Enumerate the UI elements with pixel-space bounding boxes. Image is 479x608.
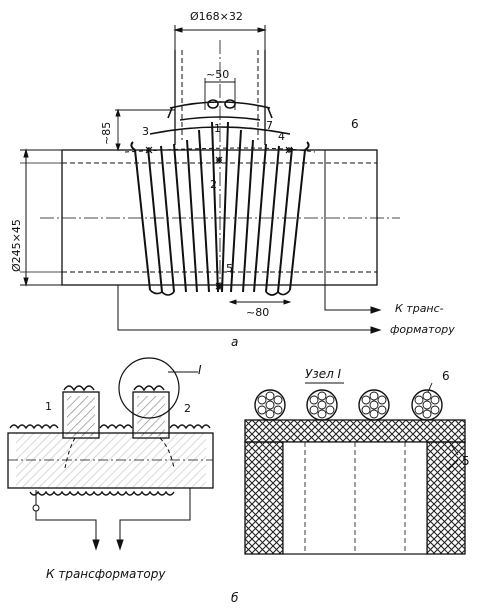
figure-b [7,357,214,551]
node-detail-title: Узел I [305,367,342,381]
main-pipe [20,148,400,287]
dim-branch-diameter [173,25,267,50]
caption-b: б [231,591,239,605]
to-transformer-line2: форматору [390,323,455,336]
gap-label: ~50 [206,68,229,81]
label-1-b: 1 [45,400,52,413]
label-7-a: 7 [266,119,273,132]
dim-gap [204,78,236,110]
dim-height [115,108,175,152]
node-detail [244,382,466,555]
branch-diameter-label: Ø168×32 [190,10,243,23]
label-2-b: 2 [184,402,191,415]
figure-a [20,25,400,334]
pitch-label: ~80 [246,306,269,319]
thermocouple-marks [145,146,293,290]
label-3-a: 3 [142,125,149,138]
label-2-a: 2 [210,178,217,191]
label-1-a: 1 [214,122,221,135]
label-5-node: 5 [462,454,470,468]
label-6-node: 6 [442,369,450,383]
caption-a: а [231,335,238,349]
label-6-a: 6 [351,117,359,131]
node-label: I [198,363,202,377]
to-transformer-line1: К транс- [395,302,444,315]
height-label: ~85 [100,122,113,145]
pipe-diameter-label: Ø245×45 [10,219,23,272]
inductor-coil [124,121,316,296]
top-loop [149,99,291,135]
label-5-a: 5 [226,262,233,275]
coil-cross-sections [254,389,443,421]
dim-pitch [228,299,292,305]
to-transformer-b: К трансформатору [46,567,166,581]
transformer-leads [117,149,382,334]
label-4-a: 4 [278,130,285,143]
